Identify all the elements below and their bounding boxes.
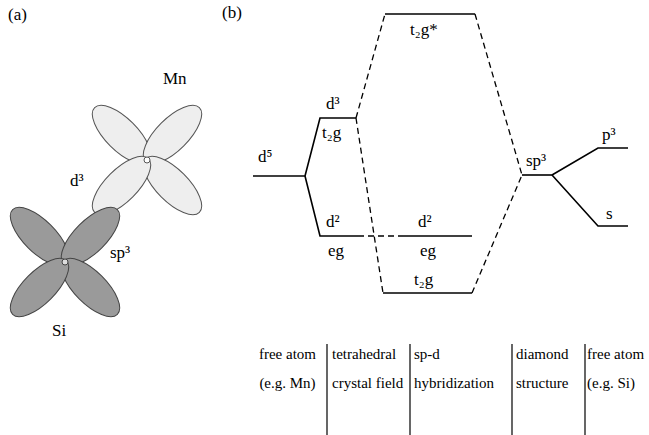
si-orbital (1, 198, 128, 325)
level-label: (a) (8, 6, 27, 23)
label-holder: (b) (222, 4, 242, 21)
level-label: sp³ (110, 244, 130, 261)
column-heading: tetrahedral crystal field (332, 340, 408, 398)
label-holder: sp³ (526, 152, 546, 169)
label-holder: diamond structure (516, 340, 584, 398)
level-label: sp³ (526, 152, 546, 169)
label-holder: (a) (8, 6, 27, 23)
level-label: (b) (222, 4, 242, 21)
label-holder: p³ (602, 126, 616, 143)
label-holder: sp³ (110, 244, 130, 261)
level-label: d³ (70, 172, 84, 189)
column-heading: free atom (e.g. Mn) (250, 340, 325, 398)
level-label: d³ (326, 95, 340, 112)
level-label: eg (420, 242, 436, 259)
label-holder: free atom (e.g. Si) (587, 340, 647, 398)
label-holder: free atom (e.g. Mn) (250, 340, 325, 398)
level-label: t₂g* (410, 21, 438, 38)
energy-level (253, 14, 628, 293)
level-label: t₂g (414, 271, 433, 288)
mn-orbital (83, 96, 210, 223)
label-holder: d² (418, 213, 432, 230)
column-heading: sp-d hybridization (414, 340, 510, 398)
level-label: t₂g (322, 124, 341, 141)
level-label: s (606, 205, 613, 222)
label-holder: sp-d hybridization (414, 340, 510, 398)
column-heading: free atom (e.g. Si) (587, 340, 647, 398)
level-label: Si (52, 322, 66, 339)
label-holder: Si (52, 322, 66, 339)
label-holder: d⁵ (258, 148, 272, 165)
label-holder: tetrahedral crystal field (332, 340, 408, 398)
label-holder: eg (420, 242, 436, 259)
level-label: d² (326, 213, 340, 230)
level-label: d⁵ (258, 148, 272, 165)
label-holder: d³ (70, 172, 84, 189)
correlation-line (356, 14, 522, 293)
level-label: Mn (163, 70, 187, 87)
label-holder: d² (326, 213, 340, 230)
label-holder: Mn (163, 70, 187, 87)
label-holder: t₂g* (410, 21, 438, 38)
column-heading: diamond structure (516, 340, 584, 398)
label-holder: s (606, 205, 613, 222)
label-holder: t₂g (322, 124, 341, 141)
level-label: d² (418, 213, 432, 230)
level-label: p³ (602, 126, 616, 143)
label-holder: t₂g (414, 271, 433, 288)
level-label: eg (328, 242, 344, 259)
label-holder: eg (328, 242, 344, 259)
label-holder: d³ (326, 95, 340, 112)
